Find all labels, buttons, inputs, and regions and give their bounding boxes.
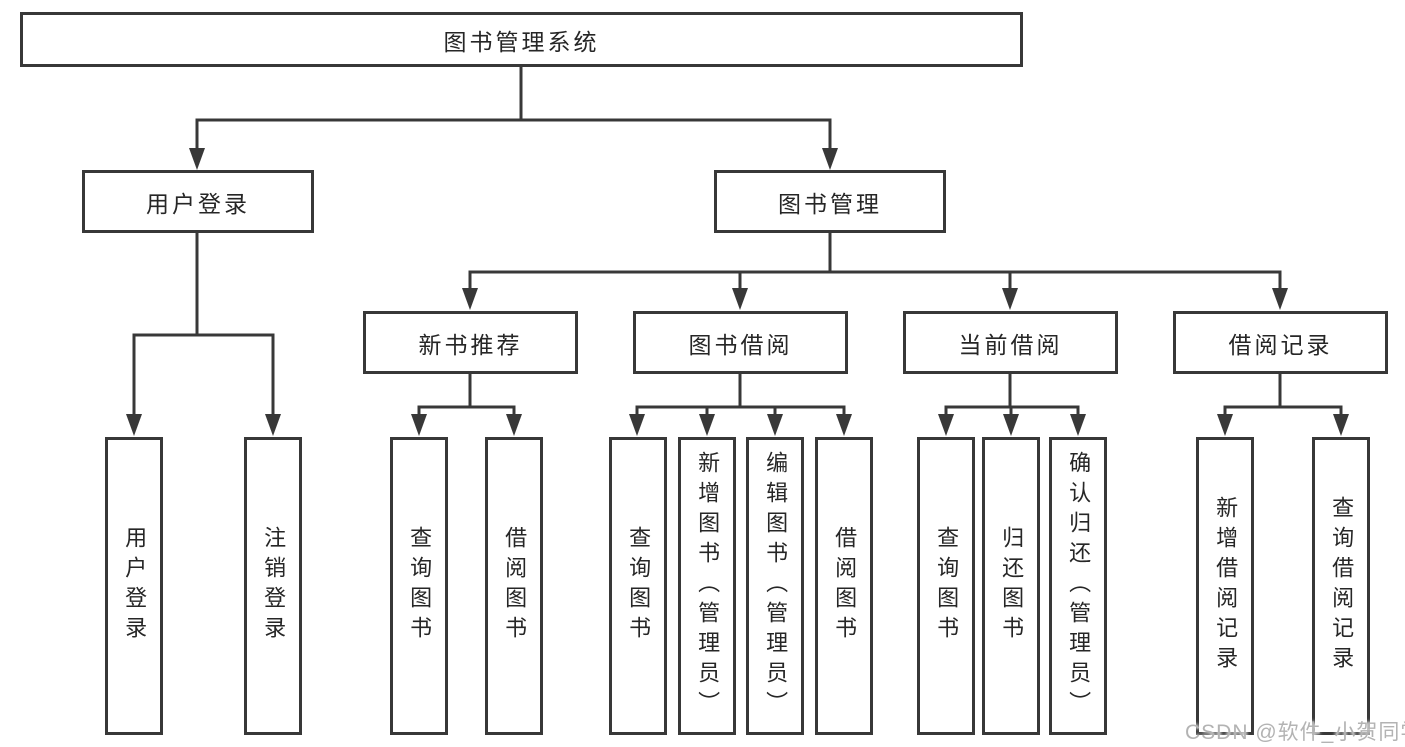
watermark: CSDN @软件_小贺同学 [1185,721,1405,744]
leaf-user-login-label: 用户登录 [122,526,148,646]
node-current-borrowing: 当前借阅 [903,311,1118,374]
leaf-add-borrow-record: 新增借阅记录 [1196,437,1254,735]
leaf-add-books-admin-label: 新增图书（管理员） [695,451,721,721]
node-library-management-system: 图书管理系统 [20,12,1023,67]
leaf-edit-books-admin-label: 编辑图书（管理员） [763,451,789,721]
node-book-borrowing: 图书借阅 [633,311,848,374]
arrowheads [126,148,1349,436]
leaf-add-borrow-record-label: 新增借阅记录 [1213,496,1239,676]
leaf-query-borrow-record-label: 查询借阅记录 [1329,496,1355,676]
leaf-user-login: 用户登录 [105,437,163,735]
leaf-query-books-current: 查询图书 [917,437,975,735]
node-user-login: 用户登录 [82,170,314,233]
leaf-return-books-label: 归还图书 [999,526,1025,646]
node-new-book-recommendation: 新书推荐 [363,311,578,374]
node-book-management: 图书管理 [714,170,946,233]
leaf-borrow-books-recommend: 借阅图书 [485,437,543,735]
leaf-query-borrow-record: 查询借阅记录 [1312,437,1370,735]
leaf-query-books-recommend: 查询图书 [390,437,448,735]
leaf-logout-login: 注销登录 [244,437,302,735]
leaf-query-books-borrowing-label: 查询图书 [626,526,652,646]
leaf-query-books-current-label: 查询图书 [934,526,960,646]
leaf-return-books: 归还图书 [982,437,1040,735]
node-borrowing-records: 借阅记录 [1173,311,1388,374]
leaf-query-books-recommend-label: 查询图书 [407,526,433,646]
leaf-query-books-borrowing: 查询图书 [609,437,667,735]
leaf-confirm-return-admin-label: 确认归还（管理员） [1066,451,1092,721]
leaf-add-books-admin: 新增图书（管理员） [678,437,736,735]
leaf-edit-books-admin: 编辑图书（管理员） [746,437,804,735]
leaf-logout-login-label: 注销登录 [261,526,287,646]
leaf-borrow-books-borrowing-label: 借阅图书 [832,526,858,646]
leaf-borrow-books-recommend-label: 借阅图书 [502,526,528,646]
leaf-confirm-return-admin: 确认归还（管理员） [1049,437,1107,735]
leaf-borrow-books-borrowing: 借阅图书 [815,437,873,735]
